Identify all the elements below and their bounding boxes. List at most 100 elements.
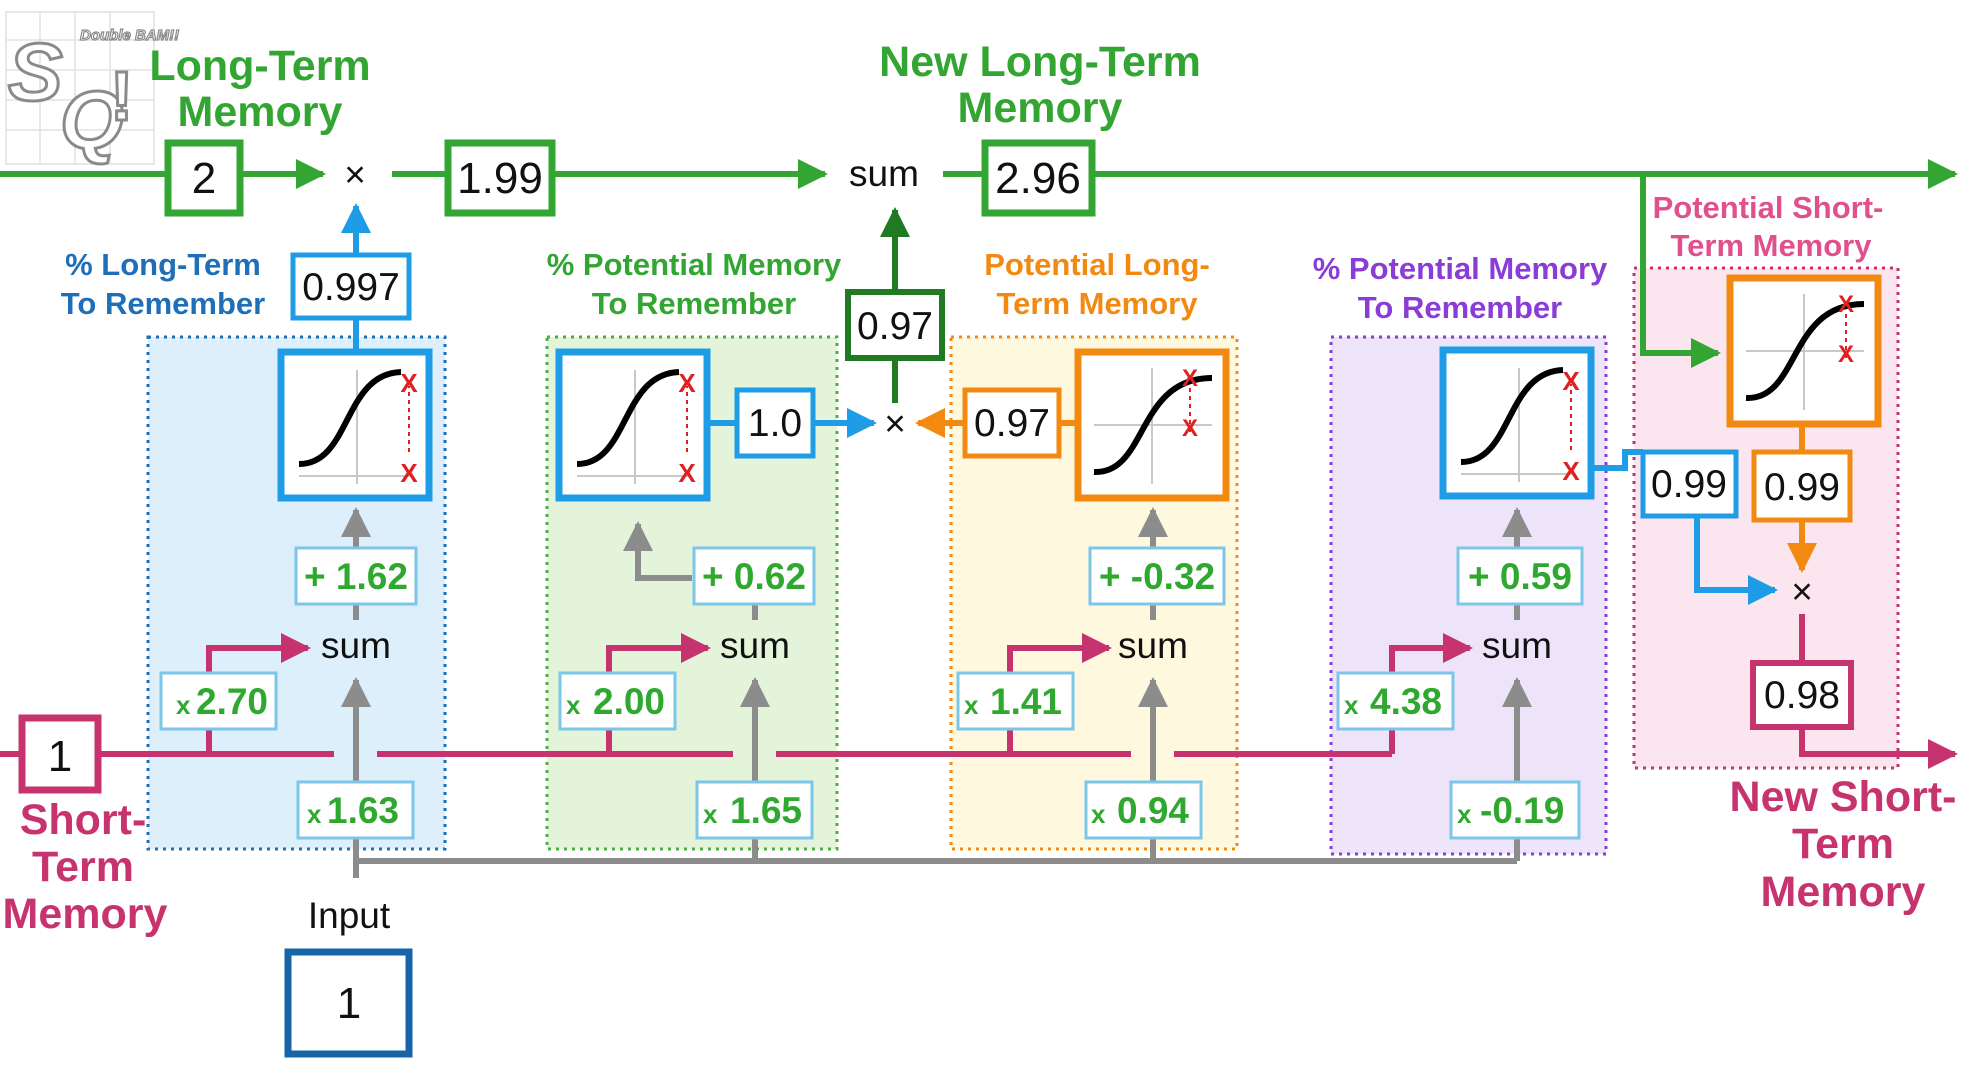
stage1-stm-weight: 2.70	[196, 681, 268, 722]
stage2-output-value: 1.0	[748, 402, 802, 445]
stage1-title-line1: % Long-Term	[65, 247, 261, 282]
stage4-stm-weight-prefix: x	[1344, 690, 1359, 720]
stage2-input-weight-box	[695, 780, 814, 840]
stage1-x-mark-top: X	[400, 368, 418, 398]
stage4-input-weight-box	[1449, 780, 1581, 840]
stage4-sum: sum	[1482, 625, 1552, 666]
product-value: 0.97	[857, 305, 933, 348]
output-stage-title-line2: Term Memory	[1671, 228, 1873, 263]
stage3-title-line1: Potential Long-	[984, 247, 1210, 282]
stage2-sigmoid-icon: X X	[555, 348, 711, 502]
stage3-x-mark-bottom: X	[1182, 415, 1198, 442]
stage3-input-weight-box	[1084, 780, 1203, 840]
stm-value-box	[18, 714, 102, 794]
new-stm-box	[1750, 660, 1854, 730]
output-x-mark-top: X	[1838, 291, 1854, 318]
new-ltm-box	[981, 139, 1096, 217]
output-tanh-value: 0.99	[1764, 466, 1840, 509]
stage3-stm-weight: 1.41	[990, 681, 1062, 722]
stage1-sum: sum	[321, 625, 391, 666]
stage1-input-weight: 1.63	[327, 790, 399, 831]
ltm-label-line2: Memory	[178, 88, 343, 136]
logo-tagline: Double BAM!!	[80, 27, 179, 44]
stm-label-line3: Memory	[3, 890, 168, 938]
stage2-sum: sum	[720, 625, 790, 666]
stage4-title-line1: % Potential Memory	[1313, 251, 1608, 286]
stage4-bias-box	[1456, 546, 1584, 606]
new-stm-label-line2: Term	[1792, 820, 1894, 868]
ltm-value-box	[164, 139, 244, 217]
stage3-input-weight-prefix: x	[1091, 799, 1106, 829]
stage4-input-weight: -0.19	[1480, 790, 1564, 831]
input-value: 1	[337, 979, 361, 1028]
new-stm-label-line3: Memory	[1761, 868, 1926, 916]
stage4-title-line2: To Remember	[1358, 290, 1562, 325]
forget-times: ×	[344, 154, 366, 195]
output-x-mark-bottom: X	[1838, 341, 1854, 368]
stage3-output-value: 0.97	[974, 402, 1050, 445]
stage2-bias-arrow	[623, 521, 692, 581]
stm-label-line2: Term	[32, 843, 134, 891]
stage2-output-box	[734, 387, 816, 459]
stage2-stm-weight-box	[558, 671, 677, 731]
stage3-stm-weight-box	[956, 671, 1075, 731]
product-box	[845, 289, 945, 361]
stage4-stm-weight: 4.38	[1370, 681, 1442, 722]
stage2-x-mark-bottom: X	[678, 458, 696, 488]
output-tanh-box	[1751, 449, 1853, 523]
stm-value: 1	[48, 732, 72, 781]
stage3-output-box	[962, 387, 1062, 459]
input-gate-times: ×	[884, 403, 906, 444]
new-ltm-label-line2: Memory	[958, 84, 1123, 132]
stage4-bias: + 0.59	[1468, 556, 1572, 597]
ltm-value: 2	[192, 154, 216, 203]
stage3-title-line2: Term Memory	[997, 286, 1199, 321]
stage4-input-weight-prefix: x	[1457, 799, 1472, 829]
stage4-stm-weight-box	[1336, 671, 1455, 731]
new-stm-value: 0.98	[1764, 674, 1840, 717]
stage4-sigmoid-icon: X X	[1439, 346, 1595, 500]
new-stm-label-line1: New Short-	[1730, 773, 1957, 821]
stage4-output-arrow	[1694, 518, 1778, 605]
svg-text:!: !	[110, 57, 133, 135]
stage3-x-mark-top: X	[1182, 365, 1198, 392]
stage4-output-value: 0.99	[1651, 463, 1727, 506]
new-stm-arrow-out	[1799, 729, 1958, 769]
stm-label-line1: Short-	[20, 796, 147, 844]
stage4-x-mark-top: X	[1562, 366, 1580, 396]
stage1-title-line2: To Remember	[61, 286, 265, 321]
stage2-x-mark-top: X	[678, 368, 696, 398]
ltm-after-forget-box	[444, 139, 556, 217]
stage3-tanh-icon: X X	[1074, 348, 1230, 502]
stage2-bias: + 0.62	[702, 556, 806, 597]
stage1-input-weight-box	[296, 780, 415, 840]
input-label: Input	[308, 895, 391, 936]
stage3-bias-box	[1088, 546, 1226, 606]
stage2-stm-weight-prefix: x	[566, 690, 581, 720]
stage3-bias: + -0.32	[1099, 556, 1215, 597]
new-ltm-label-line1: New Long-Term	[879, 38, 1201, 86]
svg-text:S: S	[8, 27, 63, 118]
stage2-stm-weight: 2.00	[593, 681, 665, 722]
new-ltm-value: 2.96	[995, 154, 1081, 203]
stage4-output-box	[1640, 449, 1739, 519]
stage1-x-mark-bottom: X	[400, 458, 418, 488]
stage1-bias-box	[294, 546, 418, 606]
ltm-sum: sum	[849, 153, 919, 194]
stage2-input-weight-prefix: x	[703, 799, 718, 829]
stage2-bias-box	[692, 546, 816, 606]
stage1-bias: + 1.62	[304, 556, 408, 597]
stage2-input-weight: 1.65	[730, 790, 802, 831]
new-ltm-branch-to-tanh	[1640, 174, 1721, 368]
ltm-after-forget-value: 1.99	[457, 154, 543, 203]
output-stage-title-line1: Potential Short-	[1653, 190, 1884, 225]
stage1-output-value: 0.997	[302, 266, 400, 309]
stage1-output-box	[290, 252, 412, 321]
stage3-input-weight: 0.94	[1117, 790, 1189, 831]
output-times: ×	[1791, 571, 1813, 612]
output-tanh-icon: X X	[1726, 274, 1882, 428]
stage4-x-mark-bottom: X	[1562, 456, 1580, 486]
stage1-sigmoid-icon: X X	[277, 348, 433, 502]
stage1-input-weight-prefix: x	[307, 799, 322, 829]
